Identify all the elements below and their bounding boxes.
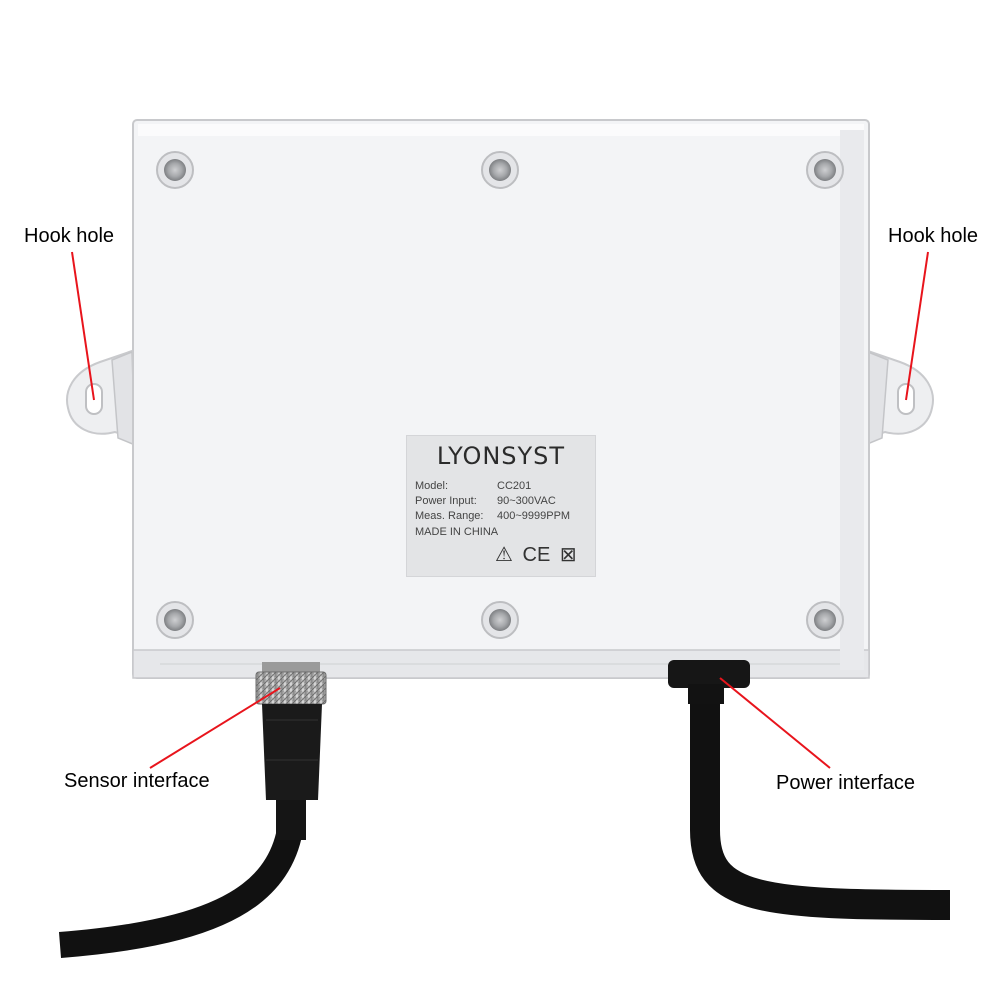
power-gland	[668, 660, 750, 704]
screw-top-center	[481, 151, 519, 189]
made-in-text: MADE IN CHINA	[415, 526, 499, 538]
spec-model-value: CC201	[497, 480, 532, 492]
spec-power-key: Power Input:	[415, 495, 477, 507]
spec-model-key: Model:	[415, 480, 449, 492]
housing	[132, 119, 870, 679]
callout-power-interface: Power interface	[776, 772, 915, 794]
spec-power-input: Power Input: 90~300VAC	[415, 495, 556, 507]
hook-ear-left	[66, 348, 136, 447]
screw-bottom-right	[806, 601, 844, 639]
power-cable	[690, 675, 951, 920]
spec-power-value: 90~300VAC	[497, 495, 556, 507]
sensor-cable	[58, 778, 306, 958]
leader-lines	[71, 251, 929, 769]
callout-hook-hole-left: Hook hole	[24, 225, 115, 247]
callout-hook-hole-right: Hook hole	[888, 225, 979, 247]
sensor-connector	[255, 662, 327, 840]
spec-meas-range: Meas. Range: 400~9999PPM	[415, 510, 570, 522]
weee-bin-icon: ⊠	[559, 544, 577, 566]
ce-mark-icon: CE	[522, 544, 551, 566]
warning-triangle-icon: ⚠	[495, 544, 513, 566]
certification-marks: ⚠ CE ⊠	[495, 542, 581, 567]
brand-logo: LYONSYST	[436, 442, 566, 470]
product-label: LYONSYST Model: CC201 Power Input: 90~300V…	[406, 435, 596, 577]
spec-range-value: 400~9999PPM	[497, 510, 571, 522]
hook-ear-right	[864, 348, 934, 447]
screw-top-left	[156, 151, 194, 189]
screw-top-right	[806, 151, 844, 189]
screw-bottom-left	[156, 601, 194, 639]
spec-range-key: Meas. Range:	[415, 510, 484, 522]
spec-model: Model: CC201	[415, 480, 531, 492]
screw-bottom-center	[481, 601, 519, 639]
callout-sensor-interface: Sensor interface	[64, 770, 210, 792]
